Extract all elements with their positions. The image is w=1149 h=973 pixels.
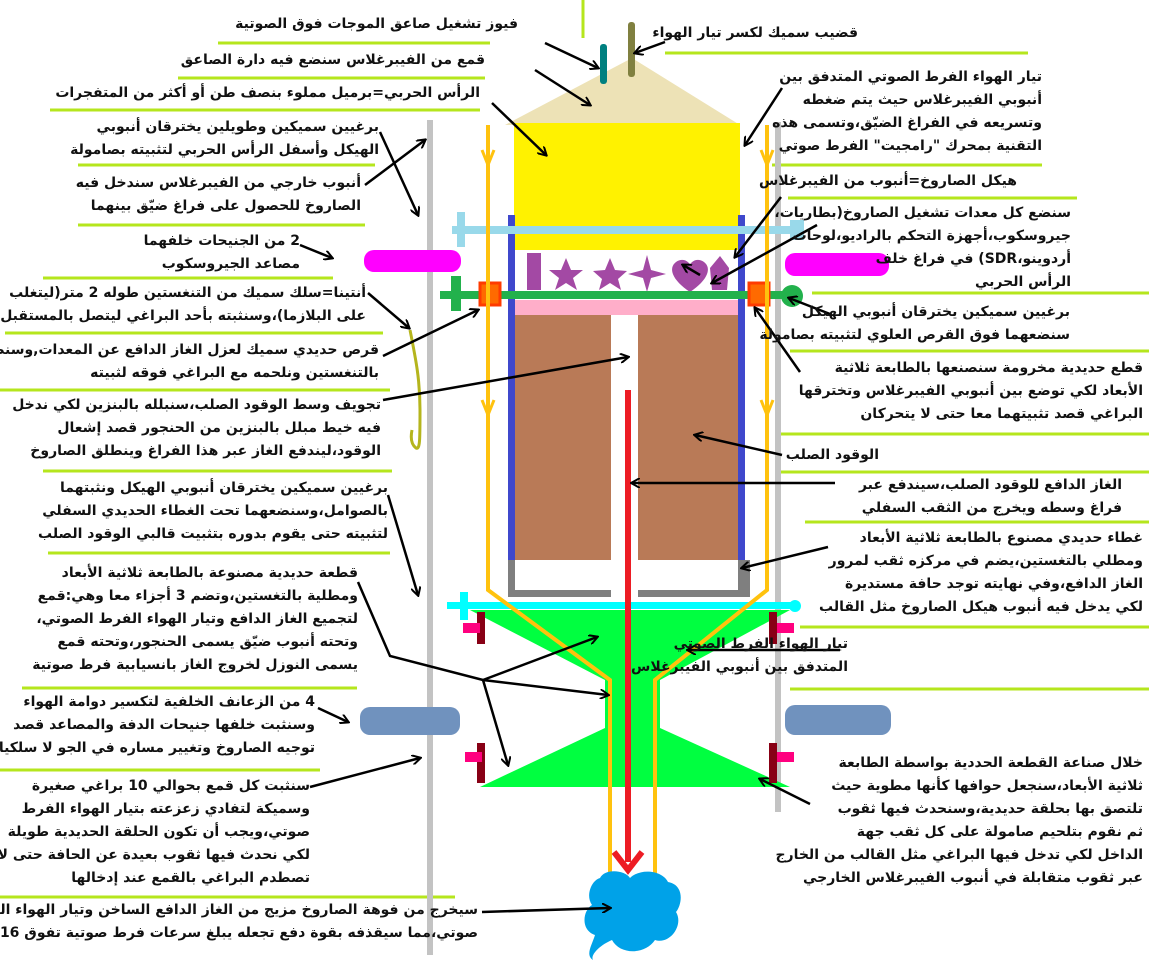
label-cover: غطاء حديدي مصنوع بالطابعة ثلاثية الأبعاد… (819, 530, 1143, 615)
label-ramjet-air: تيار الهواء الفرط الصوتي المتدفق بين أنب… (772, 69, 1042, 154)
label-equipment: سنضع كل معدات تشغيل الصاروخ(بطاريات، جير… (774, 205, 1071, 290)
airflow-lines (480, 125, 775, 915)
antenna (408, 329, 422, 450)
label-bottom-bolts: برغيين سميكين يخترقان أنبوبي الهيكل ونثب… (38, 480, 388, 542)
label-rod: قضيب سميك لكسر تيار الهواء (652, 25, 858, 41)
air-breaker-rod (628, 22, 635, 77)
label-antenna: أنتينا=سلك سميك من التنغستين طوله 2 متر(… (0, 285, 366, 324)
label-gas: الغاز الدافع للوقود الصلب،سيندفع عبر فرا… (858, 477, 1122, 516)
label-air-between: تيار الهواء الفرط الصوتي المتدفق بين أنب… (631, 636, 848, 675)
label-hull: هيكل الصاروخ=أنبوب من الفيبرغلاس (758, 173, 1017, 189)
steel-disc (440, 291, 795, 299)
top-bolt (452, 226, 802, 234)
fin-right (785, 705, 891, 735)
nose-cone (505, 58, 740, 125)
underlines (0, 0, 1149, 899)
label-screws: سنثبت كل قمع بحوالي 10 براغي صغيرة وسميك… (0, 778, 310, 886)
inner-tube-left (508, 215, 515, 595)
solid-fuel-right (638, 315, 738, 560)
label-upper-bolts: برغيين سميكين يخترقان أنبوبي الهيكل سنضع… (759, 304, 1070, 343)
bottom-bolt (447, 602, 792, 609)
bottom-bolt-end (789, 600, 801, 612)
label-disc: قرص حديدي سميك لعزل الغاز الدافع عن المع… (0, 342, 379, 381)
bottom-cover (508, 560, 750, 597)
label-spacers: قطع حديدية مخرومة سنصنعها بالطابعة ثلاثي… (798, 360, 1143, 422)
fuse-rod (600, 44, 607, 84)
label-cavity: تجويف وسط الوقود الصلب،سنبلله بالبنزين ل… (12, 397, 381, 459)
bottom-bolt-head (460, 592, 468, 620)
label-fuel: الوقود الصلب (785, 447, 879, 463)
wing-left (364, 250, 461, 272)
label-wings: 2 من الجنيحات خلفهما مصاعد الجيروسكوب (143, 233, 300, 272)
label-fuse: فيوز تشغيل صاعق الموجات فوق الصوتية (235, 16, 518, 32)
fin-left (360, 707, 460, 735)
label-outer-tube: أنبوب خارجي من الفيبرغلاس سندخل فيه الصا… (75, 175, 361, 214)
label-funnel: قمع من الفيبرغلاس سنضع فيه دارة الصاعق (180, 52, 485, 68)
label-warhead: الرأس الحربي=برميل مملوء بنصف طن أو أكثر… (55, 85, 480, 101)
ring-brackets (463, 612, 794, 783)
top-bolt-head-left (457, 212, 465, 247)
equipment-bay (527, 253, 729, 292)
outer-tube-right (775, 122, 781, 812)
solid-fuel-left (515, 315, 611, 560)
outer-tube-left (427, 120, 433, 955)
label-ring: خلال صناعة القطعة الحددية بواسطة الطابعة… (775, 755, 1143, 886)
label-nozzle-piece: قطعة حديدية مصنوعة بالطابعة ثلاثية الأبع… (32, 565, 358, 673)
label-top-bolts: برغيين سميكين وطويلين يخترقان أنبوبي اله… (70, 119, 379, 158)
exhaust-cloud (584, 871, 681, 960)
gas-arrowhead (611, 850, 645, 875)
label-exhaust: سيخرج من فوهة الصاروخ مزيج من الغاز الدا… (0, 902, 478, 941)
pink-layer (515, 300, 738, 315)
disc-bolt-left (451, 276, 461, 311)
pointer-arrows (299, 40, 840, 914)
inner-tube-right (738, 215, 745, 580)
wing-right (785, 253, 889, 276)
label-fins: 4 من الزعانف الخلفية لتكسير دوامة الهواء… (0, 694, 315, 756)
